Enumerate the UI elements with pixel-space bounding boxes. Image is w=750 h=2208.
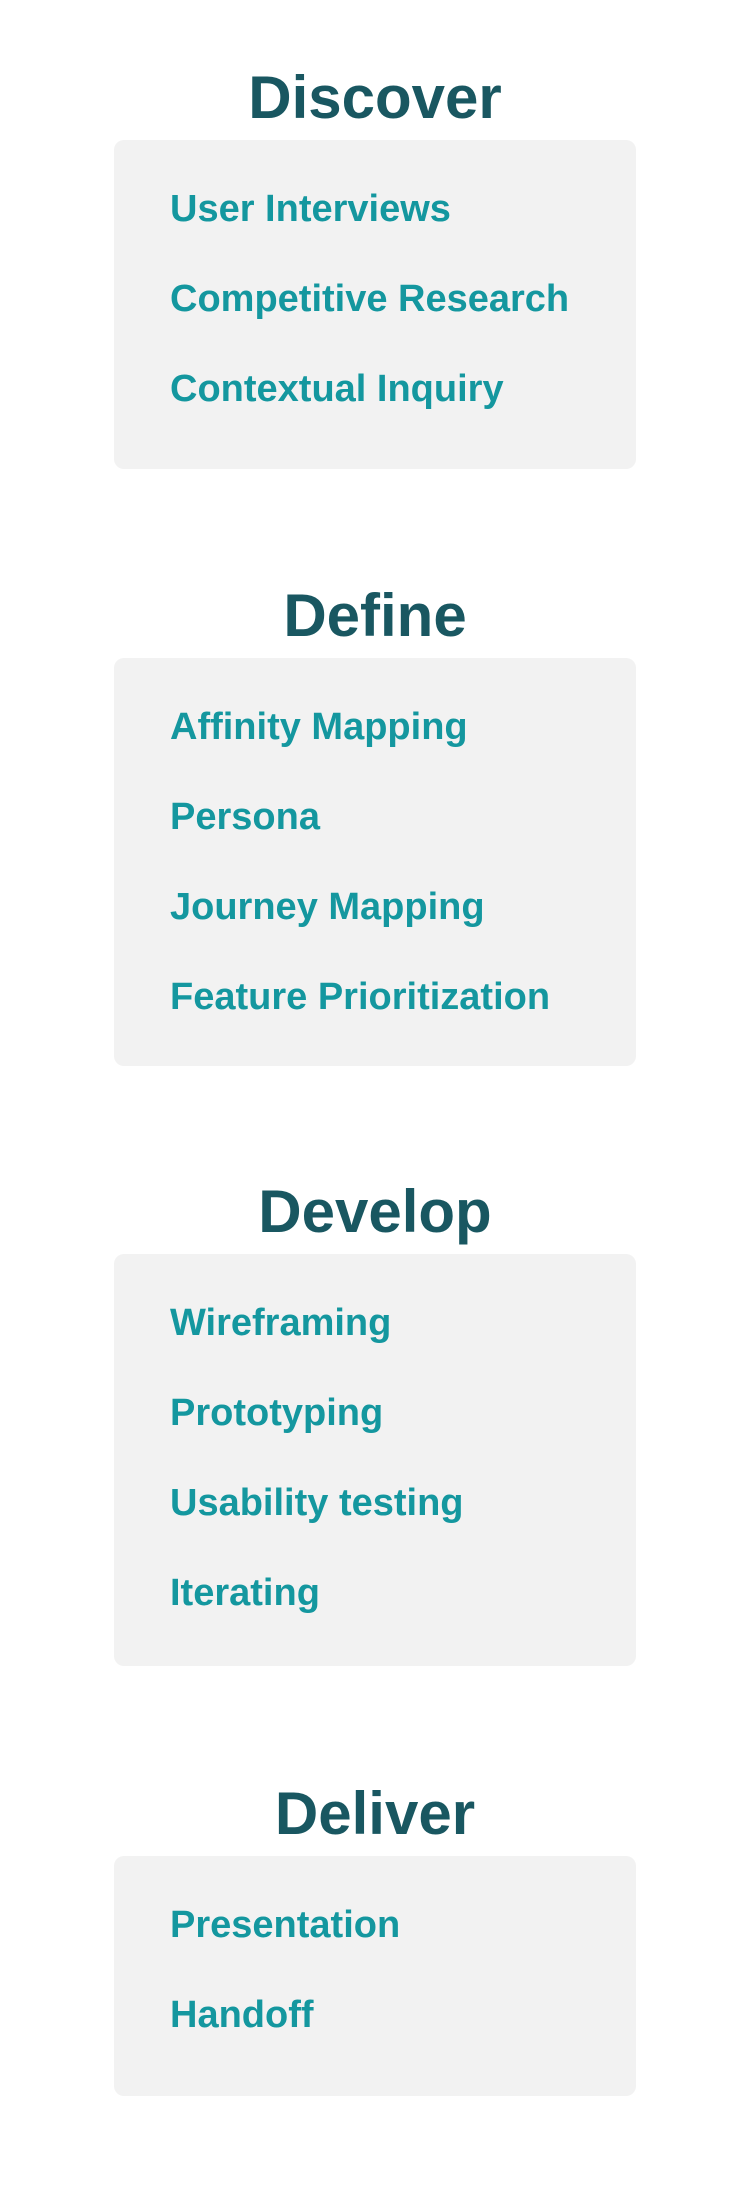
list-item: Wireframing: [170, 1302, 392, 1344]
section-title-define: Define: [283, 582, 467, 649]
list-item: Iterating: [170, 1572, 320, 1614]
list-item: Competitive Research: [170, 278, 570, 320]
list-item: Feature Prioritization: [170, 976, 551, 1018]
section-title-discover: Discover: [248, 64, 502, 131]
section-title-develop: Develop: [258, 1178, 492, 1245]
card-discover: User Interviews Competitive Research Con…: [114, 140, 636, 469]
list-item: Presentation: [170, 1904, 401, 1946]
list-item: Affinity Mapping: [170, 706, 468, 748]
list-item: Handoff: [170, 1994, 314, 2036]
list-item: User Interviews: [170, 188, 451, 230]
list-item: Contextual Inquiry: [170, 368, 504, 410]
card-deliver: Presentation Handoff: [114, 1856, 636, 2096]
list-item: Journey Mapping: [170, 886, 485, 928]
card-develop: Wireframing Prototyping Usability testin…: [114, 1254, 636, 1666]
section-title-deliver: Deliver: [274, 1780, 476, 1847]
list-item: Usability testing: [170, 1482, 464, 1524]
list-item: Prototyping: [170, 1392, 384, 1434]
list-item: Persona: [170, 796, 320, 838]
card-define: Affinity Mapping Persona Journey Mapping…: [114, 658, 636, 1066]
